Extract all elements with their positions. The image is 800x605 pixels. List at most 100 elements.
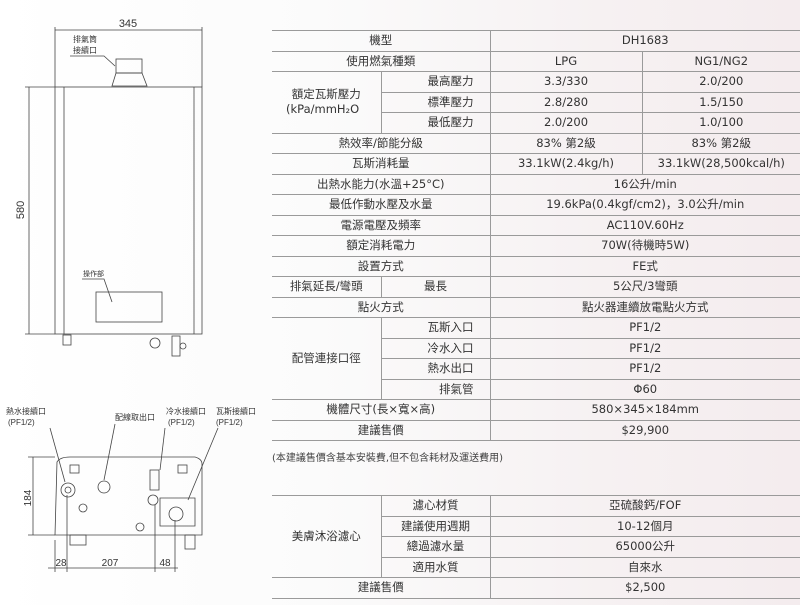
row-label: 使用燃氣種類 <box>272 50 491 72</box>
dim-48: 48 <box>159 558 171 569</box>
cell: PF1/2 <box>490 358 800 380</box>
row-label: 適用水質 <box>381 556 491 578</box>
cell: 點火器連續放電點火方式 <box>490 296 800 318</box>
cell: 33.1kW(28,500kcal/h) <box>642 153 800 175</box>
cell: 16公升/min <box>490 173 800 195</box>
cell: FE式 <box>490 255 800 277</box>
row-label: 總過濾水量 <box>381 536 491 558</box>
front-view: 345 排氣筒 接續口 580 操作部 <box>15 18 203 357</box>
row-label: 機型 <box>272 30 491 52</box>
gas-spec: (PF1/2) <box>216 418 243 427</box>
table-row: 建議售價$2,500 <box>272 577 800 599</box>
cell: 580×345×184mm <box>490 399 800 421</box>
cell: 2.8/280 <box>490 91 643 113</box>
row-label: 出熱水能力(水溫+25°C) <box>272 173 491 195</box>
row-label: 最低壓力 <box>381 112 491 134</box>
height-dimension: 580 <box>15 201 27 219</box>
table-row: 機體尺寸(長×寬×高)580×345×184mm <box>272 399 800 421</box>
cell: 2.0/200 <box>642 71 800 93</box>
width-dimension: 345 <box>119 18 137 30</box>
dimension-drawing: 345 排氣筒 接續口 580 操作部 熱水接續口 (PF1/2) 配線取出口 … <box>6 18 256 572</box>
table-row: 點火方式點火器連續放電點火方式 <box>272 296 800 318</box>
cell: 10-12個月 <box>490 515 800 537</box>
hot-water-spec: (PF1/2) <box>8 418 35 427</box>
row-label: 建議使用週期 <box>381 515 491 537</box>
dim-207: 207 <box>102 558 119 569</box>
hot-water-label: 熱水接續口 <box>6 406 46 416</box>
gas-label: 瓦斯接續口 <box>216 406 256 416</box>
cell: 1.0/100 <box>642 112 800 134</box>
row-label: 標準壓力 <box>381 91 491 113</box>
row-label: 最高壓力 <box>381 71 491 93</box>
cell: 65000公升 <box>490 536 800 558</box>
price-value: $29,900 <box>490 419 800 441</box>
pressure-unit: (kPa/mmH₂O <box>286 102 360 117</box>
row-label: 點火方式 <box>272 296 491 318</box>
cell: 自來水 <box>490 556 800 578</box>
row-sublabel: 最長 <box>381 276 491 298</box>
row-label: 建議售價 <box>272 419 491 441</box>
depth-dimension: 184 <box>23 489 34 506</box>
row-label: 電源電壓及頻率 <box>272 214 491 236</box>
row-label: 機體尺寸(長×寬×高) <box>272 399 491 421</box>
row-label: 瓦斯入口 <box>381 317 491 339</box>
cell: AC110V.60Hz <box>490 214 800 236</box>
cell: 5公尺/3彎頭 <box>490 276 800 298</box>
cell: 83% 第2級 <box>642 132 800 154</box>
pressure-group-label: 額定瓦斯壓力(kPa/mmH₂O <box>272 71 382 134</box>
table-row: 出熱水能力(水溫+25°C)16公升/min <box>272 173 800 195</box>
cell: 70W(待機時5W) <box>490 235 800 257</box>
cell: 19.6kPa(0.4kgf/cm2)，3.0公升/min <box>490 194 800 216</box>
row-value: DH1683 <box>490 30 800 52</box>
wiring-label: 配線取出口 <box>115 412 155 422</box>
cold-water-spec: (PF1/2) <box>168 418 195 427</box>
filter-group-label: 美膚沐浴濾心 <box>272 495 382 578</box>
flue-label: 排氣筒 <box>73 34 97 44</box>
row-label: 排氣延長/彎頭 <box>272 276 382 298</box>
pressure-label: 額定瓦斯壓力 <box>291 87 361 102</box>
price-note: (本建議售價含基本安裝費,但不包含耗材及運送費用) <box>272 453 503 464</box>
row-label: 濾心材質 <box>381 495 491 517</box>
panel-label: 操作部 <box>83 269 104 278</box>
table-row: 美膚沐浴濾心濾心材質亞硫酸鈣/FOF <box>272 495 800 578</box>
cell: PF1/2 <box>490 337 800 359</box>
table-row: 建議售價$29,900 <box>272 419 800 441</box>
row-label: 額定消耗電力 <box>272 235 491 257</box>
cold-water-label: 冷水接續口 <box>166 406 206 416</box>
col-lpg: LPG <box>490 50 643 72</box>
price-value: $2,500 <box>490 577 800 599</box>
cell: PF1/2 <box>490 317 800 339</box>
cell: 亞硫酸鈣/FOF <box>490 495 800 517</box>
flue-label-2: 接續口 <box>73 45 97 55</box>
row-label: 排氣管 <box>381 378 491 400</box>
cell: 2.0/200 <box>490 112 643 134</box>
row-label: 設置方式 <box>272 255 491 277</box>
row-label: 瓦斯消耗量 <box>272 153 491 175</box>
cell: Φ60 <box>490 378 800 400</box>
row-label: 熱水出口 <box>381 358 491 380</box>
dim-28: 28 <box>55 558 67 569</box>
cell: 3.3/330 <box>490 71 643 93</box>
row-label: 最低作動水壓及水量 <box>272 194 491 216</box>
table-row: 適用水質自來水 <box>272 556 800 578</box>
cell: 83% 第2級 <box>490 132 643 154</box>
bottom-view: 熱水接續口 (PF1/2) 配線取出口 冷水接續口 (PF1/2) 瓦斯接續口 … <box>6 406 256 572</box>
row-label: 冷水入口 <box>381 337 491 359</box>
pipe-group-label: 配管連接口徑 <box>272 317 382 400</box>
row-label: 熱效率/節能分級 <box>272 132 491 154</box>
